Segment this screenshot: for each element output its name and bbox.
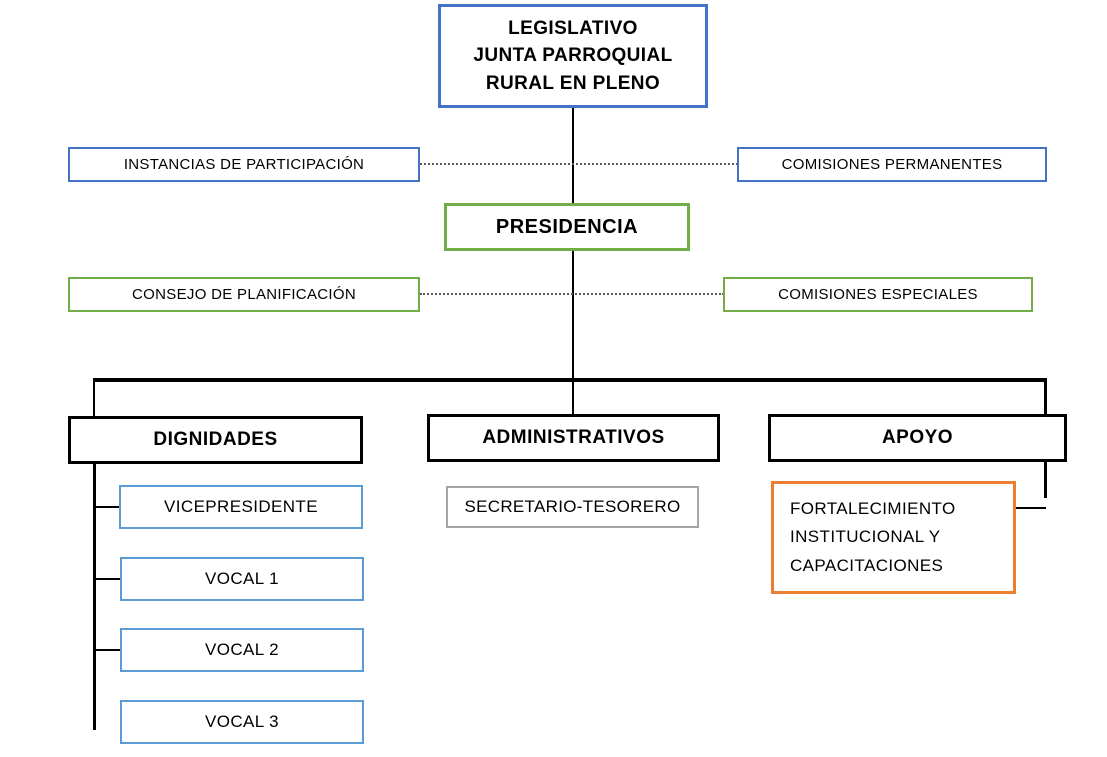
node-vocal-3-label: VOCAL 3 [205, 712, 279, 731]
node-consejo-planificacion-label: CONSEJO DE PLANIFICACIÓN [132, 286, 356, 303]
node-vocal-2-label: VOCAL 2 [205, 640, 279, 659]
node-apoyo-label: APOYO [881, 427, 954, 448]
node-vicepresidente-label: VICEPRESIDENTE [164, 497, 318, 516]
node-vocal-1-label: VOCAL 1 [205, 569, 279, 588]
node-comisiones-especiales[interactable]: COMISIONES ESPECIALES [723, 277, 1033, 312]
node-instancias-participacion[interactable]: INSTANCIAS DE PARTICIPACIÓN [68, 147, 420, 182]
node-fortalecimiento-institucional-label: FORTALECIMIENTO INSTITUCIONAL Y CAPACITA… [790, 499, 956, 575]
node-comisiones-especiales-label: COMISIONES ESPECIALES [778, 286, 978, 303]
branch-horizontal-bar [93, 378, 1046, 382]
node-vocal-2[interactable]: VOCAL 2 [120, 628, 364, 672]
node-consejo-planificacion[interactable]: CONSEJO DE PLANIFICACIÓN [68, 277, 420, 312]
node-apoyo[interactable]: APOYO [768, 414, 1067, 462]
stub-vocal-2 [93, 649, 120, 651]
dotted-connector-participacion [420, 163, 738, 165]
node-administrativos[interactable]: ADMINISTRATIVOS [427, 414, 720, 462]
node-comisiones-permanentes[interactable]: COMISIONES PERMANENTES [737, 147, 1047, 182]
node-fortalecimiento-institucional[interactable]: FORTALECIMIENTO INSTITUCIONAL Y CAPACITA… [771, 481, 1016, 594]
branch-drop-center [572, 380, 574, 416]
node-vicepresidente[interactable]: VICEPRESIDENTE [119, 485, 363, 529]
branch-drop-left [93, 378, 95, 418]
node-presidencia[interactable]: PRESIDENCIA [444, 203, 690, 251]
node-vocal-3[interactable]: VOCAL 3 [120, 700, 364, 744]
dotted-connector-planificacion [420, 293, 724, 295]
connector-legislativo-to-presidencia [572, 108, 574, 203]
dignidades-vertical-spine [93, 416, 96, 730]
stub-vicepresidente [93, 506, 120, 508]
node-dignidades-label: DIGNIDADES [153, 429, 278, 450]
stub-fortalecimiento [1016, 507, 1046, 509]
node-secretario-tesorero[interactable]: SECRETARIO-TESORERO [446, 486, 699, 528]
node-comisiones-permanentes-label: COMISIONES PERMANENTES [781, 156, 1003, 173]
node-administrativos-label: ADMINISTRATIVOS [482, 427, 665, 448]
node-vocal-1[interactable]: VOCAL 1 [120, 557, 364, 601]
connector-presidencia-to-branchbar [572, 251, 574, 380]
node-presidencia-label: PRESIDENCIA [495, 215, 639, 238]
node-legislativo-label: LEGISLATIVO JUNTA PARROQUIAL RURAL EN PL… [473, 17, 673, 94]
stub-vocal-1 [93, 578, 120, 580]
node-legislativo[interactable]: LEGISLATIVO JUNTA PARROQUIAL RURAL EN PL… [438, 4, 708, 108]
node-secretario-tesorero-label: SECRETARIO-TESORERO [464, 497, 681, 516]
node-dignidades[interactable]: DIGNIDADES [68, 416, 363, 464]
node-instancias-participacion-label: INSTANCIAS DE PARTICIPACIÓN [123, 156, 365, 173]
